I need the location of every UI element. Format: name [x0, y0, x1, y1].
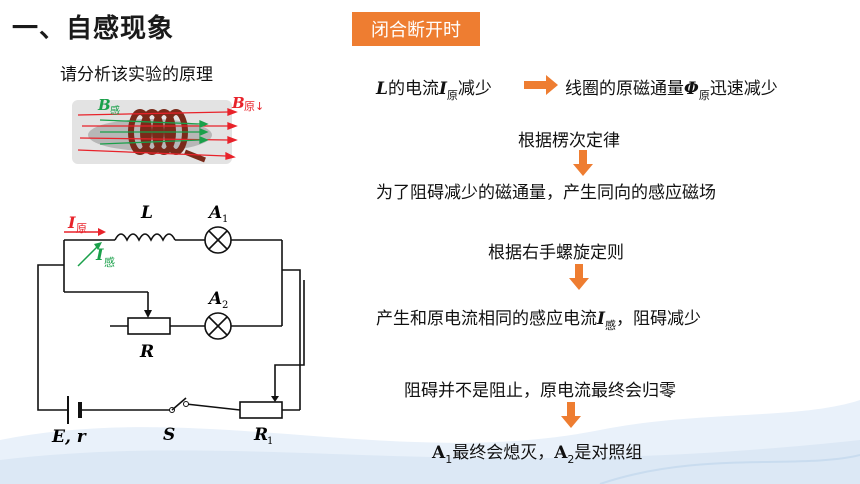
step6: 阻碍并不是阻止，原电流最终会归零 — [404, 381, 676, 401]
label-I-orig: I — [67, 213, 76, 232]
step4-right-hand-rule: 根据右手螺旋定则 — [488, 243, 624, 263]
section-badge: 闭合断开时 — [352, 12, 480, 46]
inductor-L — [114, 233, 176, 242]
step5: 产生和原电流相同的感应电流I感，阻碍减少 — [376, 309, 701, 332]
label-I-ind-sub: 感 — [104, 256, 115, 269]
b-original-label: B — [231, 94, 245, 112]
label-I-ind: I — [95, 245, 104, 264]
label-R1: R — [253, 425, 268, 445]
down-arrow-icon — [573, 150, 593, 176]
coil-illustration: B 感 B 原↓ — [72, 94, 264, 164]
rheostat-R1 — [239, 401, 283, 419]
label-E-r: E, r — [51, 427, 87, 447]
label-L: L — [140, 203, 153, 223]
label-R: R — [139, 342, 154, 362]
down-arrow-icon — [569, 264, 589, 290]
label-R1-sub: 1 — [267, 436, 273, 447]
page-title: 一、自感现象 — [12, 14, 175, 44]
b-induced-label: B — [97, 96, 111, 114]
switch-S — [169, 397, 189, 413]
label-A2: A — [207, 289, 222, 309]
label-A1: A — [207, 203, 222, 223]
step2-lenz-law: 根据楞次定律 — [518, 131, 620, 151]
b-original-sub: 原↓ — [244, 100, 264, 113]
b-induced-sub: 感 — [110, 104, 120, 117]
lamp-A2 — [204, 312, 232, 340]
induced-field-lines — [99, 119, 209, 145]
step3: 为了阻碍减少的磁通量，产生同向的感应磁场 — [376, 183, 716, 203]
right-arrow-icon — [524, 75, 558, 95]
analysis-prompt: 请分析该实验的原理 — [60, 65, 213, 85]
resistor-R — [127, 317, 171, 335]
step1-right: 线圈的原磁通量Φ原迅速减少 — [565, 79, 778, 102]
label-A2-sub: 2 — [222, 300, 228, 311]
down-arrow-icon — [561, 402, 581, 428]
battery — [67, 396, 82, 424]
circuit-diagram: I 原 I 感 L A 1 A 2 R E, r S R 1 — [37, 203, 305, 447]
step1-left: L的电流I原减少 — [376, 79, 492, 102]
lamp-A1 — [204, 226, 232, 254]
label-I-orig-sub: 原 — [76, 222, 87, 235]
label-S: S — [163, 425, 175, 445]
label-A1-sub: 1 — [222, 214, 228, 225]
step7-conclusion: A1最终会熄灭，A2是对照组 — [432, 443, 643, 466]
